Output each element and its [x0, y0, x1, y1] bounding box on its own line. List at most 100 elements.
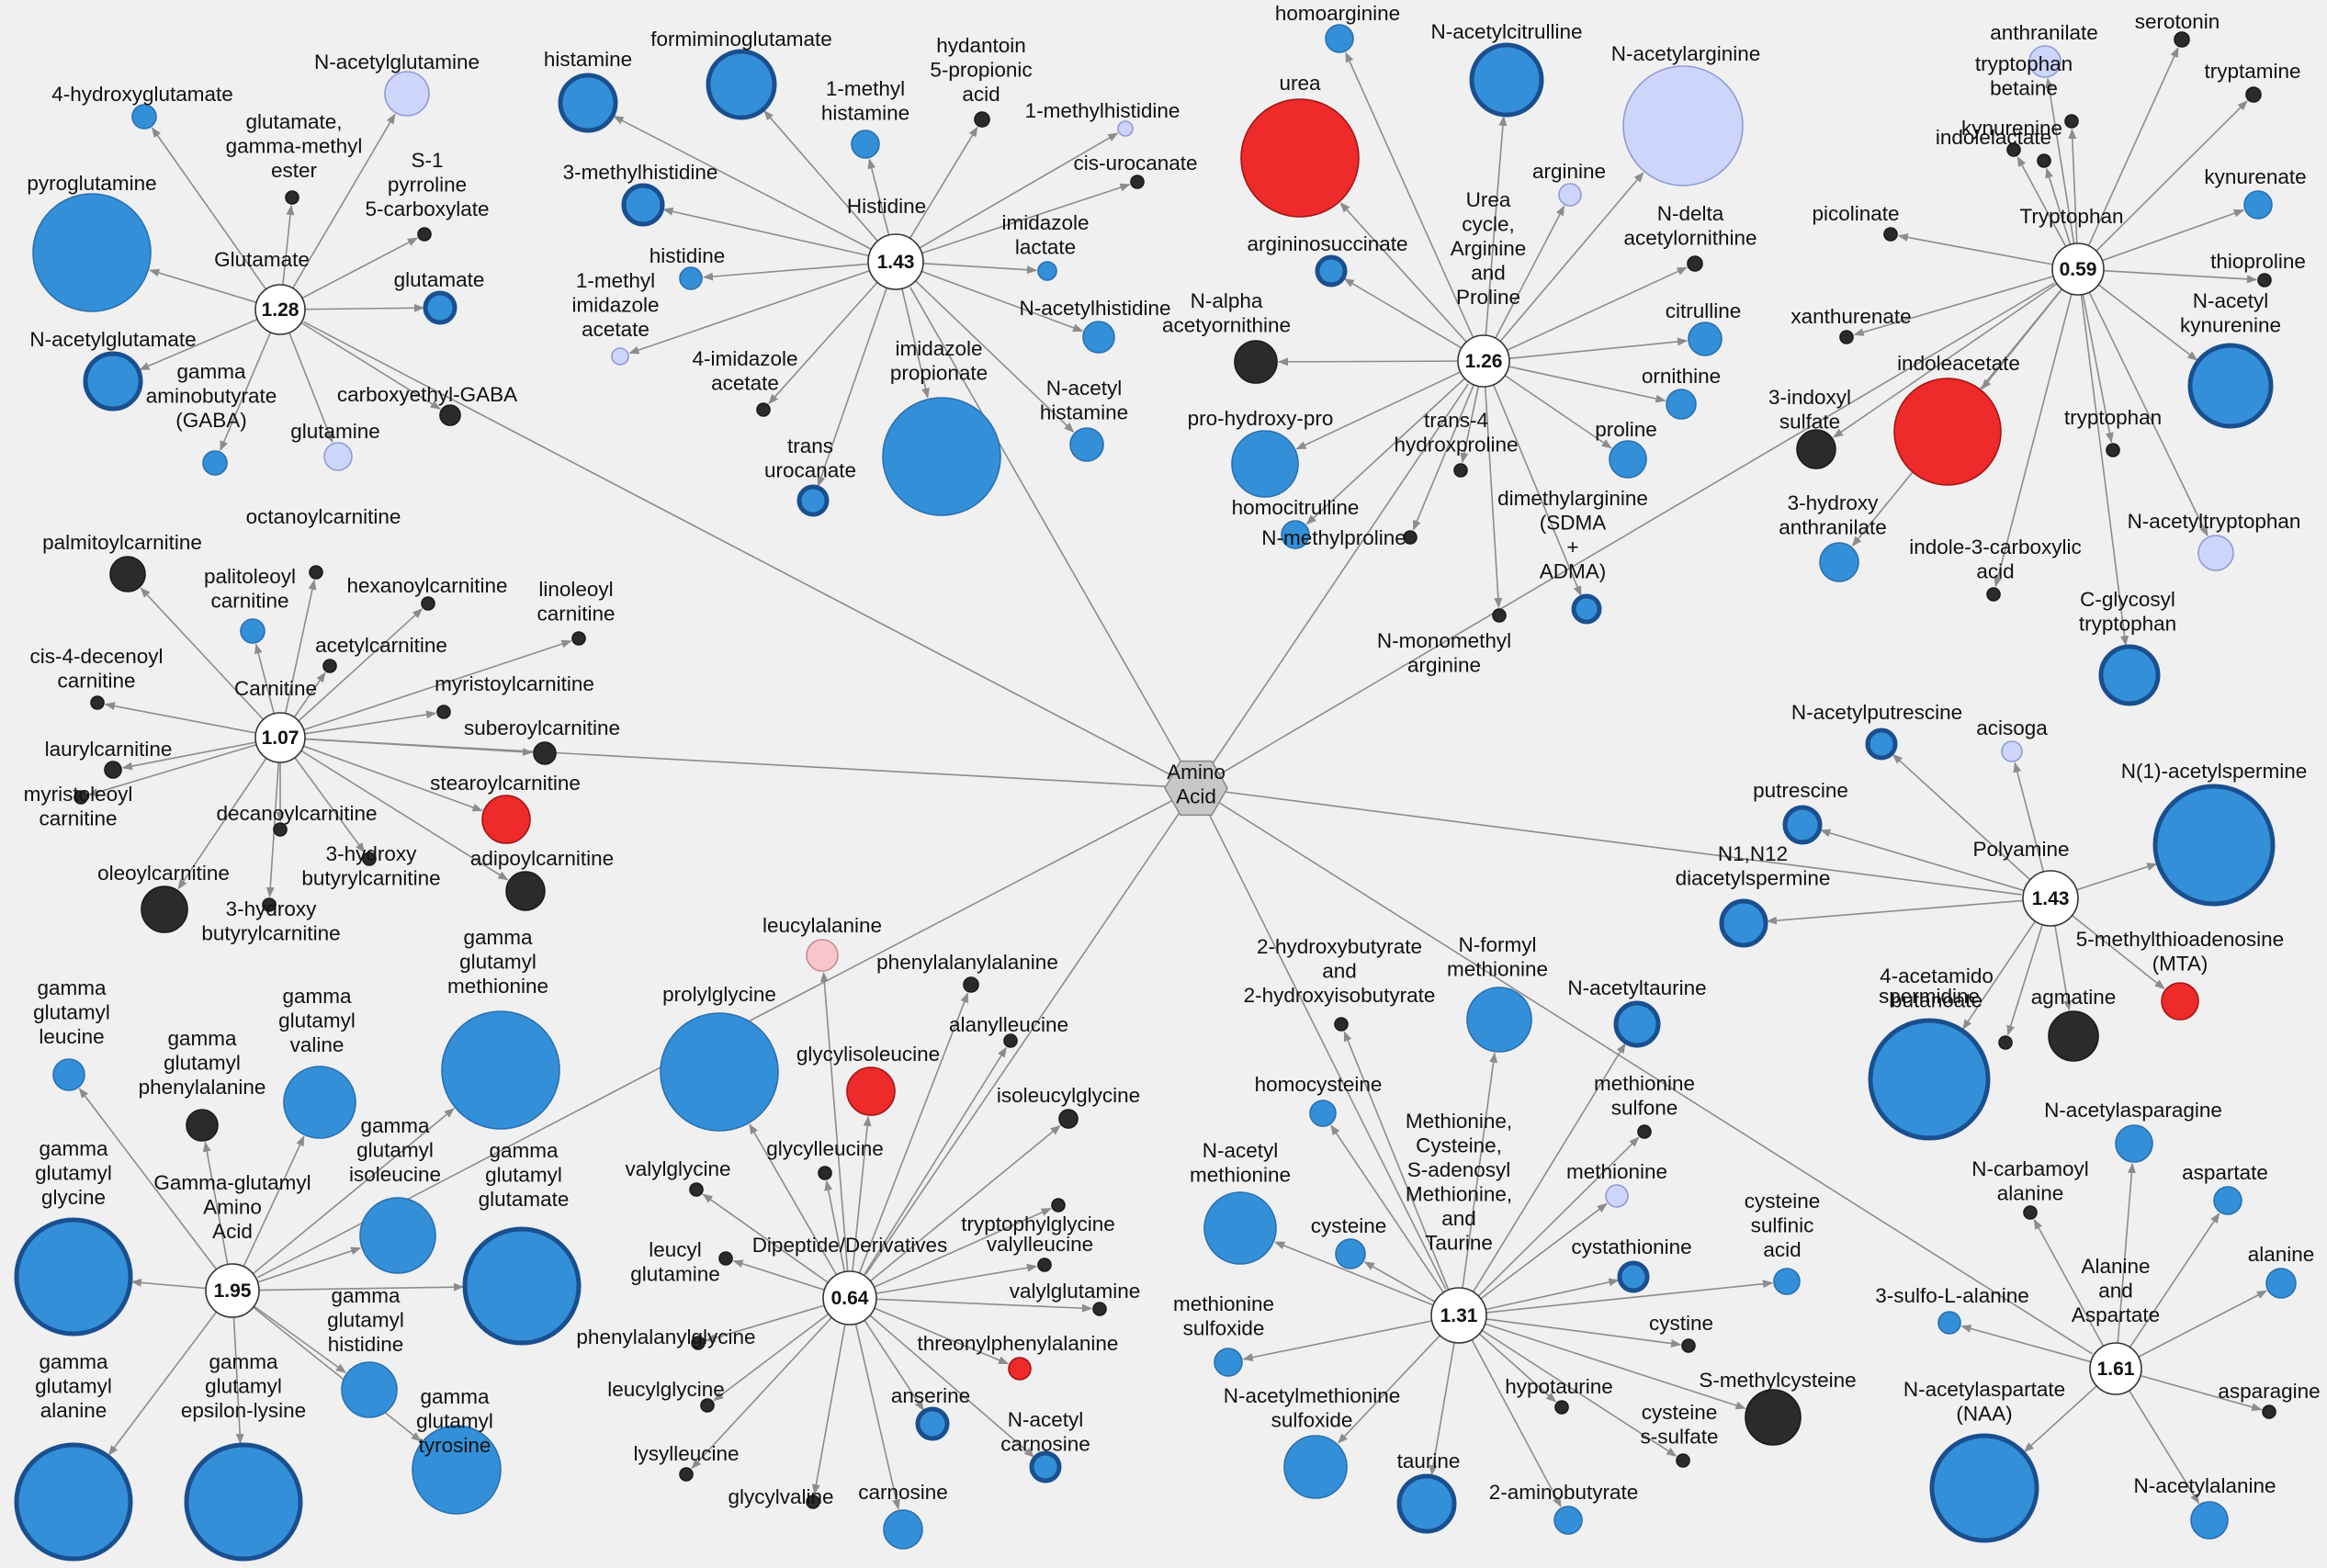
metabolite-node-pro-hydroxy-pro[interactable] — [1231, 430, 1299, 498]
metabolite-node-gamma-glutamyl-tyrosine[interactable] — [412, 1425, 502, 1515]
metabolite-node-methionine[interactable] — [1605, 1184, 1629, 1208]
metabolite-node-palitoleoyl-carnitine[interactable] — [240, 618, 265, 644]
metabolite-node-threonylphenylalanine[interactable] — [1008, 1357, 1032, 1381]
metabolite-node-argininosuccinate[interactable] — [1315, 254, 1348, 288]
metabolite-node-cysteine-s-sulfate[interactable] — [1676, 1453, 1690, 1468]
metabolite-node-3-methylhistidine[interactable] — [621, 183, 665, 227]
metabolite-node-phenylalanylglycine[interactable] — [691, 1336, 706, 1350]
metabolite-node-cysteine-sulfinic-acid[interactable] — [1773, 1268, 1801, 1295]
metabolite-node-cysteine[interactable] — [1335, 1238, 1366, 1269]
metabolite-node-indoleacetate[interactable] — [1893, 378, 2002, 486]
pathway-hub-methionine[interactable] — [1430, 1287, 1487, 1344]
metabolite-node-homocysteine[interactable] — [1309, 1100, 1337, 1127]
metabolite-node-n-monomethyl-arginine[interactable] — [1492, 608, 1507, 623]
metabolite-node-n-acetylaspartate-naa[interactable] — [1929, 1433, 2039, 1543]
metabolite-node-dimethylarginine-sdma-adma[interactable] — [1571, 593, 1602, 625]
metabolite-node-octanoylcarnitine[interactable] — [309, 565, 323, 580]
metabolite-node-n-1-acetylspermine[interactable] — [2152, 784, 2276, 907]
metabolite-node-hypotaurine[interactable] — [1554, 1400, 1569, 1415]
metabolite-node-glutamate[interactable] — [423, 290, 457, 325]
metabolite-node-alanylleucine[interactable] — [1003, 1033, 1018, 1048]
metabolite-node-leucylglycine[interactable] — [700, 1398, 715, 1413]
metabolite-node-n-acetylalanine[interactable] — [2190, 1501, 2229, 1540]
metabolite-node-3-hydroxy-anthranilate[interactable] — [1819, 542, 1859, 582]
metabolite-node-imidazole-propionate[interactable] — [882, 397, 1001, 516]
metabolite-node-kynurenate[interactable] — [2243, 190, 2273, 220]
metabolite-node-indolelactate[interactable] — [2037, 153, 2051, 168]
metabolite-node-cystathionine[interactable] — [1617, 1260, 1650, 1293]
metabolite-node-2-aminobutyrate[interactable] — [1553, 1506, 1583, 1535]
metabolite-node-linoleoyl-carnitine[interactable] — [571, 631, 586, 646]
metabolite-node-gamma-glutamyl-isoleucine[interactable] — [359, 1197, 436, 1274]
metabolite-node-oleoylcarnitine[interactable] — [141, 886, 188, 933]
metabolite-node-citrulline[interactable] — [1688, 321, 1723, 356]
metabolite-node-glutamine[interactable] — [323, 442, 353, 471]
metabolite-node-4-acetamido-butanoate[interactable] — [1998, 1035, 2013, 1050]
metabolite-node-n1-n12-diacetylspermine[interactable] — [1719, 898, 1768, 948]
metabolite-node-isoleucylglycine[interactable] — [1058, 1109, 1079, 1129]
metabolite-node-palmitoylcarnitine[interactable] — [109, 556, 146, 592]
metabolite-node-gamma-glutamyl-glutamate[interactable] — [462, 1226, 582, 1346]
metabolite-node-gamma-glutamyl-phenylalanine[interactable] — [186, 1109, 219, 1142]
metabolite-node-n-acetyl-methionine[interactable] — [1203, 1191, 1277, 1265]
pathway-hub-polyamine[interactable] — [2022, 870, 2079, 927]
metabolite-node-n-carbamoyl-alanine[interactable] — [2023, 1205, 2038, 1220]
metabolite-node-cis-urocanate[interactable] — [1130, 175, 1145, 189]
metabolite-node-decanoylcarnitine[interactable] — [273, 822, 288, 837]
metabolite-node-glycylvaline[interactable] — [806, 1495, 820, 1509]
metabolite-node-phenylalanylalanine[interactable] — [963, 976, 979, 993]
metabolite-node-1-methyl-imidazole-acetate[interactable] — [611, 347, 629, 366]
metabolite-node-n-acetylglutamate[interactable] — [83, 351, 143, 412]
metabolite-node-3-hydroxy-butyrylcarnitine[interactable] — [362, 852, 377, 866]
metabolite-node-myristoleoyl-carnitine[interactable] — [73, 790, 88, 805]
metabolite-node-arginine[interactable] — [1558, 183, 1582, 207]
metabolite-node-homoarginine[interactable] — [1325, 24, 1354, 53]
metabolite-node-gamma-glutamyl-glycine[interactable] — [14, 1217, 133, 1337]
metabolite-node-serotonin[interactable] — [2174, 31, 2190, 48]
metabolite-node-n-methylproline[interactable] — [1403, 530, 1418, 545]
metabolite-node-tryptophan-betaine[interactable] — [2064, 114, 2079, 129]
metabolite-node-thioproline[interactable] — [2257, 273, 2272, 288]
metabolite-node-1-methylhistidine[interactable] — [1117, 120, 1134, 137]
metabolite-node-carnosine[interactable] — [883, 1509, 923, 1550]
metabolite-node-trans-urocanate[interactable] — [796, 484, 830, 517]
metabolite-node-3-sulfo-l-alanine[interactable] — [1937, 1311, 1961, 1335]
metabolite-node-leucylalanine[interactable] — [806, 939, 839, 972]
metabolite-node-alanine[interactable] — [2265, 1268, 2297, 1299]
metabolite-node-methionine-sulfoxide[interactable] — [1214, 1348, 1243, 1377]
metabolite-node-n-acetylhistidine[interactable] — [1082, 321, 1115, 354]
metabolite-node-urea[interactable] — [1240, 98, 1360, 218]
metabolite-node-3-hydroxy-butyrylcarnitine[interactable] — [262, 897, 277, 912]
metabolite-node-imidazole-lactate[interactable] — [1037, 261, 1057, 281]
metabolite-node-methionine-sulfone[interactable] — [1637, 1124, 1652, 1139]
metabolite-node-kynurenine[interactable] — [2006, 142, 2021, 157]
pathway-hub-urea[interactable] — [1457, 334, 1510, 388]
metabolite-node-leucyl-glutamine[interactable] — [718, 1251, 733, 1266]
metabolite-node-4-imidazole-acetate[interactable] — [756, 402, 771, 417]
center-hexagon-node[interactable] — [1164, 760, 1228, 817]
metabolite-node-picolinate[interactable] — [1883, 227, 1898, 242]
pathway-hub-tryptophan[interactable] — [2051, 243, 2105, 296]
pathway-hub-glutamate[interactable] — [254, 284, 306, 335]
metabolite-node-cis-4-decenoyl-carnitine[interactable] — [90, 695, 105, 710]
metabolite-node-homocitrulline[interactable] — [1281, 520, 1310, 549]
metabolite-node-s-1-pyrroline-5-carboxylate[interactable] — [417, 227, 432, 242]
metabolite-node-n-acetylglutamine[interactable] — [384, 71, 430, 117]
metabolite-node-lysylleucine[interactable] — [679, 1467, 694, 1482]
metabolite-node-taurine[interactable] — [1396, 1473, 1457, 1534]
metabolite-node-proline[interactable] — [1609, 440, 1647, 479]
metabolite-node-n-acetylasparagine[interactable] — [2115, 1124, 2153, 1163]
pathway-hub-carnitine[interactable] — [254, 712, 306, 763]
metabolite-node-myristoylcarnitine[interactable] — [436, 705, 451, 719]
metabolite-node-cystine[interactable] — [1681, 1338, 1696, 1353]
metabolite-node-xanthurenate[interactable] — [1839, 330, 1854, 344]
metabolite-node-n-acetyltryptophan[interactable] — [2197, 535, 2234, 571]
metabolite-node-2-hydroxybutyrate-and-2-hydroxyisobutyrate[interactable] — [1334, 1017, 1349, 1032]
metabolite-node-formiminoglutamate[interactable] — [706, 49, 777, 120]
metabolite-node-glycylisoleucine[interactable] — [846, 1066, 896, 1116]
metabolite-node-gamma-glutamyl-methionine[interactable] — [441, 1010, 560, 1130]
pathway-hub-dipeptide[interactable] — [822, 1270, 877, 1325]
metabolite-node-ornithine[interactable] — [1666, 389, 1697, 420]
metabolite-node-glycylleucine[interactable] — [818, 1166, 832, 1180]
metabolite-node-acetylcarnitine[interactable] — [322, 659, 337, 673]
